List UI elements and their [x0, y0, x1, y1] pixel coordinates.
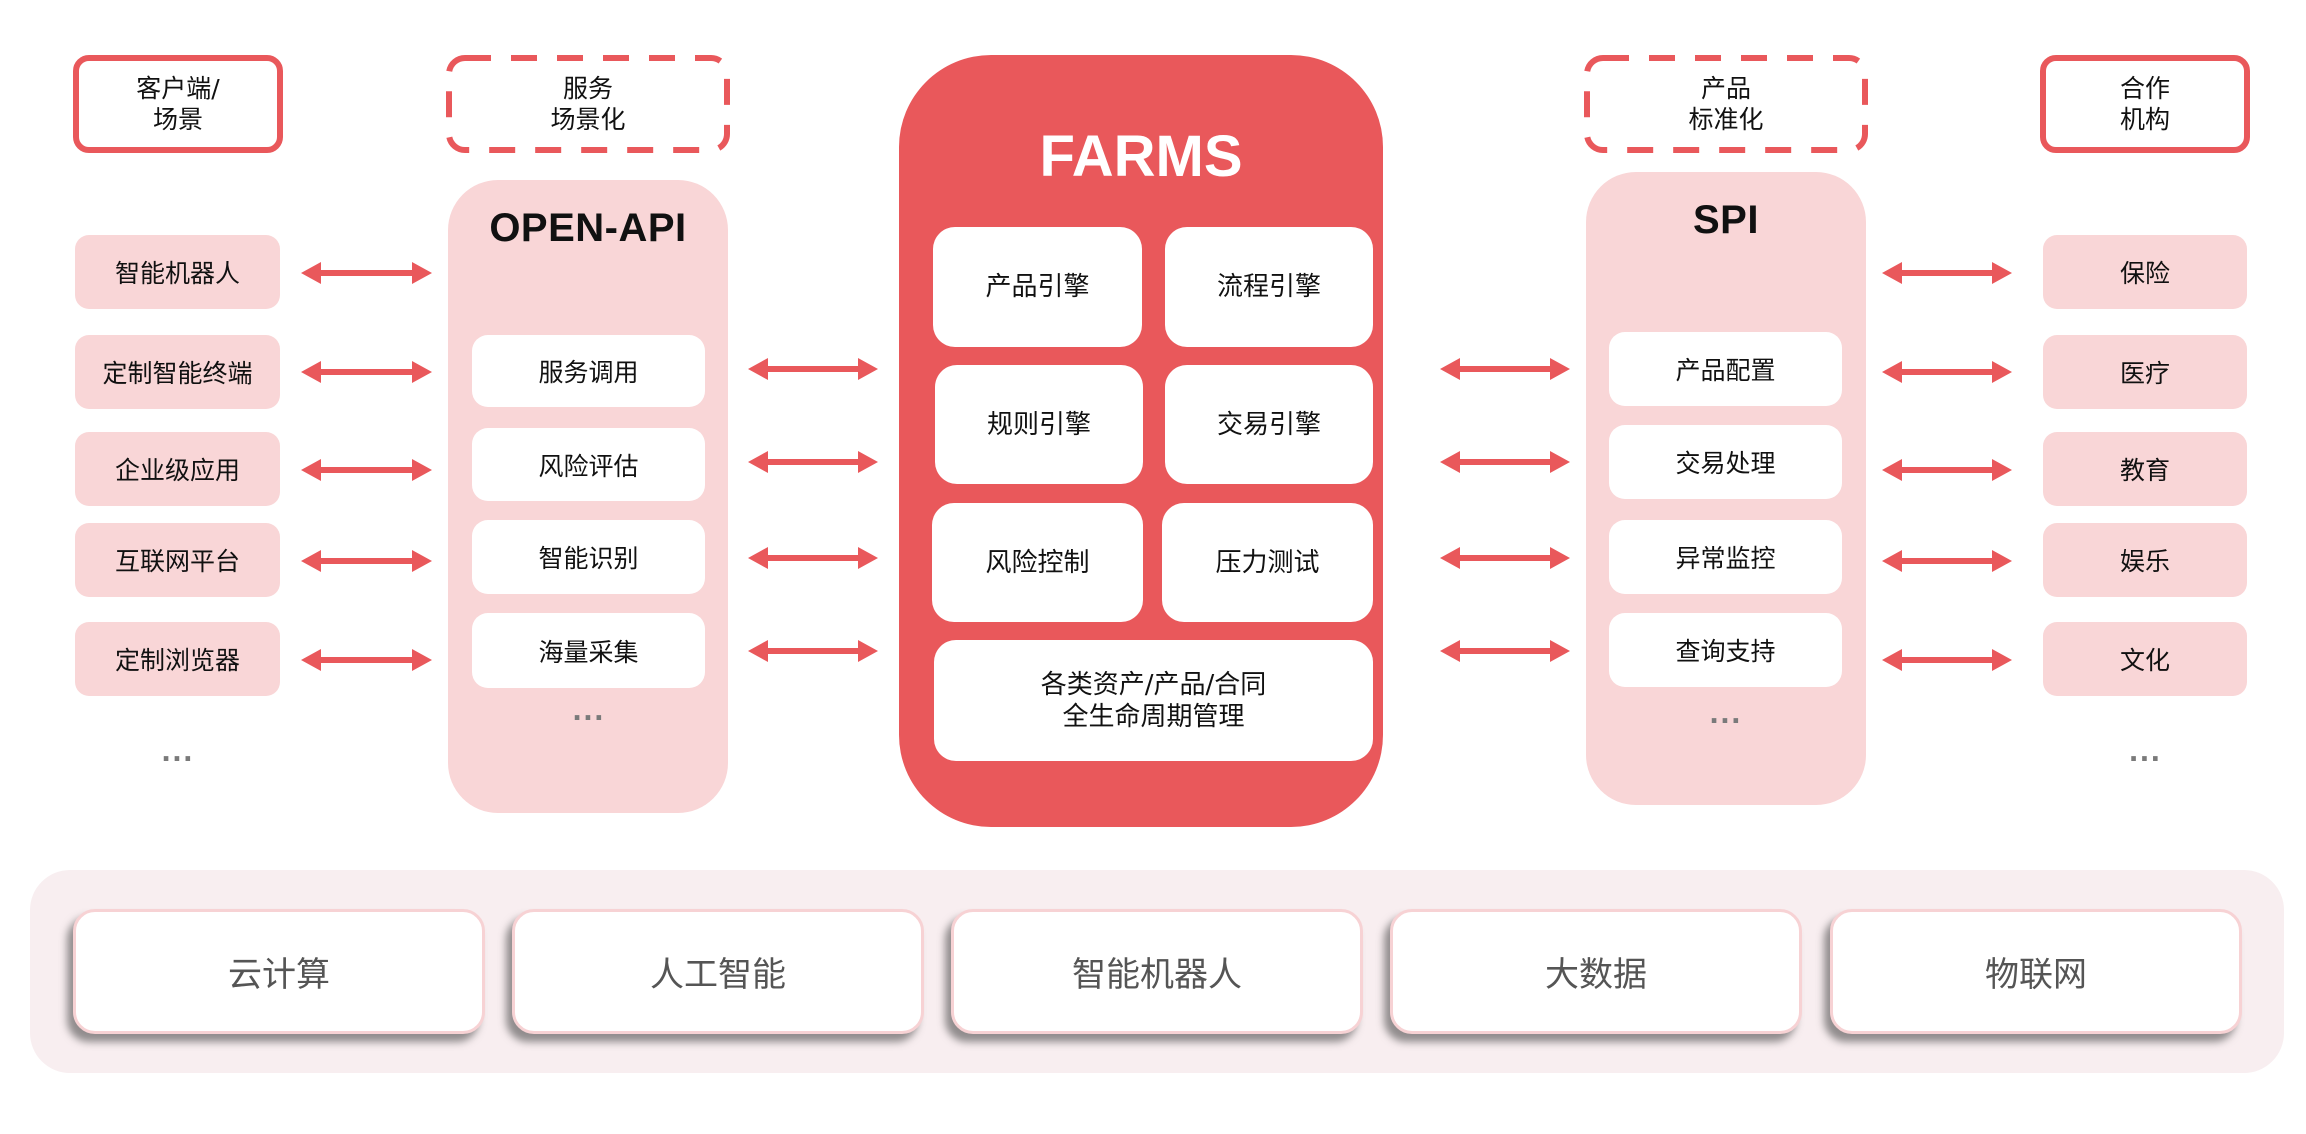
- double-arrow-icon: [301, 459, 432, 481]
- double-arrow-icon: [1440, 358, 1570, 380]
- technology-label: 智能机器人: [1072, 955, 1242, 995]
- partner-item[interactable]: 教育: [2043, 432, 2247, 506]
- partner-item[interactable]: 医疗: [2043, 335, 2247, 409]
- open-api-item-label: 智能识别: [538, 544, 639, 573]
- service-scenario-label: 服务 场景化: [550, 74, 626, 134]
- service-scenario-tag: 服务 场景化: [446, 55, 730, 153]
- double-arrow-icon: [1440, 547, 1570, 569]
- client-item-label: 企业级应用: [114, 456, 240, 485]
- double-arrow-icon: [1882, 550, 2012, 572]
- technology-item[interactable]: 大数据: [1390, 909, 1802, 1034]
- technology-label: 物联网: [1985, 955, 2087, 995]
- open-api-item-label: 服务调用: [538, 358, 639, 387]
- double-arrow-icon: [301, 361, 432, 383]
- double-arrow-icon: [748, 547, 878, 569]
- client-item[interactable]: 智能机器人: [75, 235, 280, 309]
- double-arrow-icon: [1882, 262, 2012, 284]
- spi-item[interactable]: 产品配置: [1609, 332, 1842, 406]
- open-api-item[interactable]: 服务调用: [472, 335, 705, 407]
- double-arrow-icon: [1440, 451, 1570, 473]
- product-standard-label: 产品 标准化: [1688, 74, 1764, 134]
- partner-item-label: 娱乐: [2119, 547, 2170, 576]
- partner-item[interactable]: 娱乐: [2043, 523, 2247, 597]
- partner-institution-label: 合作 机构: [2119, 74, 2170, 134]
- partner-item-label: 教育: [2119, 456, 2170, 485]
- spi-item-label: 交易处理: [1675, 449, 1776, 478]
- double-arrow-icon: [748, 451, 878, 473]
- client-item-label: 智能机器人: [114, 259, 240, 288]
- technology-item[interactable]: 人工智能: [512, 909, 924, 1034]
- engine-box[interactable]: 产品引擎: [933, 227, 1142, 347]
- engine-box[interactable]: 规则引擎: [935, 365, 1143, 484]
- spi-item[interactable]: 查询支持: [1609, 613, 1842, 687]
- ellipsis-icon: ...: [1709, 700, 1742, 730]
- double-arrow-icon: [1440, 640, 1570, 662]
- engine-box[interactable]: 压力测试: [1162, 503, 1373, 622]
- partner-item-label: 医疗: [2119, 359, 2170, 388]
- partner-item-label: 文化: [2119, 646, 2170, 675]
- technology-item[interactable]: 云计算: [73, 909, 485, 1034]
- spi-item-label: 查询支持: [1675, 637, 1776, 666]
- ellipsis-icon: ...: [2128, 738, 2162, 768]
- lifecycle-label: 各类资产/产品/合同 全生命周期管理: [1040, 669, 1267, 732]
- partner-item[interactable]: 文化: [2043, 622, 2247, 696]
- double-arrow-icon: [1882, 361, 2012, 383]
- client-item[interactable]: 互联网平台: [75, 523, 280, 597]
- open-api-title: OPEN-API: [489, 205, 687, 250]
- client-scene-label: 客户端/ 场景: [136, 74, 220, 134]
- spi-item[interactable]: 异常监控: [1609, 520, 1842, 594]
- client-item[interactable]: 企业级应用: [75, 432, 280, 506]
- open-api-item[interactable]: 智能识别: [472, 520, 705, 594]
- engine-box[interactable]: 流程引擎: [1165, 227, 1373, 347]
- open-api-item-label: 风险评估: [538, 451, 639, 481]
- double-arrow-icon: [301, 550, 432, 572]
- engine-label: 压力测试: [1215, 547, 1320, 578]
- ellipsis-icon: ...: [161, 738, 194, 768]
- spi-item-label: 异常监控: [1675, 544, 1776, 573]
- client-item[interactable]: 定制浏览器: [75, 622, 280, 696]
- client-item-label: 定制智能终端: [102, 359, 253, 388]
- engine-box[interactable]: 交易引擎: [1165, 365, 1373, 484]
- dashed-border: [1584, 55, 1868, 153]
- client-item-label: 互联网平台: [114, 547, 240, 576]
- double-arrow-icon: [301, 262, 432, 284]
- double-arrow-icon: [748, 358, 878, 380]
- technology-label: 云计算: [228, 955, 330, 995]
- partner-institution-tag: 合作 机构: [2040, 55, 2250, 153]
- technology-label: 人工智能: [650, 955, 786, 995]
- lifecycle-box[interactable]: 各类资产/产品/合同 全生命周期管理: [934, 640, 1373, 761]
- open-api-item-label: 海量采集: [538, 637, 639, 667]
- technology-label: 大数据: [1545, 955, 1647, 995]
- technology-item[interactable]: 智能机器人: [951, 909, 1363, 1034]
- ellipsis-icon: ...: [572, 697, 605, 727]
- double-arrow-icon: [1882, 649, 2012, 671]
- client-scene-tag: 客户端/ 场景: [73, 55, 283, 153]
- farms-title: FARMS: [1039, 123, 1243, 189]
- client-item-label: 定制浏览器: [114, 646, 240, 675]
- engine-label: 交易引擎: [1216, 409, 1321, 440]
- spi-item[interactable]: 交易处理: [1609, 425, 1842, 499]
- partner-item[interactable]: 保险: [2043, 235, 2247, 309]
- spi-item-label: 产品配置: [1675, 356, 1776, 385]
- double-arrow-icon: [1882, 459, 2012, 481]
- engine-label: 风险控制: [985, 547, 1090, 578]
- open-api-item[interactable]: 海量采集: [472, 613, 705, 688]
- double-arrow-icon: [301, 649, 432, 671]
- partner-item-label: 保险: [2119, 259, 2170, 288]
- dashed-border: [446, 55, 730, 153]
- open-api-item[interactable]: 风险评估: [472, 428, 705, 501]
- engine-box[interactable]: 风险控制: [932, 503, 1143, 622]
- spi-title: SPI: [1693, 197, 1759, 242]
- client-item[interactable]: 定制智能终端: [75, 335, 280, 409]
- technology-item[interactable]: 物联网: [1830, 909, 2242, 1034]
- engine-label: 产品引擎: [985, 272, 1090, 302]
- engine-label: 流程引擎: [1216, 272, 1321, 302]
- product-standard-tag: 产品 标准化: [1584, 55, 1868, 153]
- double-arrow-icon: [748, 640, 878, 662]
- engine-label: 规则引擎: [986, 409, 1091, 440]
